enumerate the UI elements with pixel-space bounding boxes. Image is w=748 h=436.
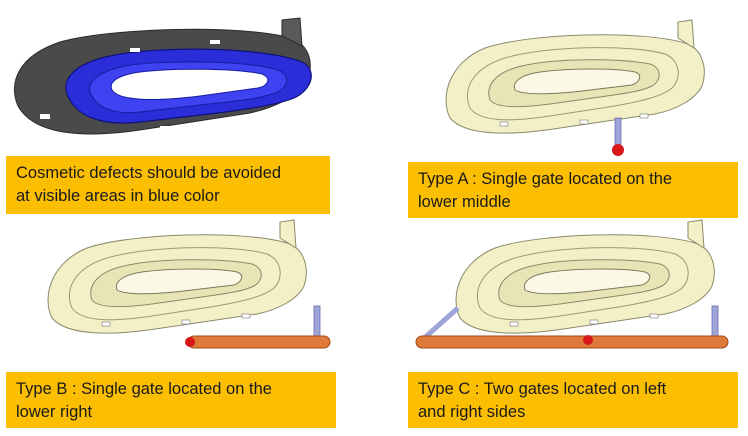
part-type-a-illustration	[445, 19, 705, 156]
caption-line: and right sides	[418, 403, 526, 421]
gate-point	[185, 337, 195, 347]
caption-line: Type B : Single gate located on the	[16, 380, 272, 398]
part-cosmetic-illustration	[13, 17, 312, 135]
caption-line: Cosmetic defects should be avoided	[16, 164, 282, 182]
runner	[415, 335, 729, 349]
sprue-left	[420, 306, 460, 342]
caption-cosmetic: Cosmetic defects should be avoided at vi…	[6, 156, 330, 214]
caption-line: Type C : Two gates located on left	[418, 380, 667, 398]
runner	[187, 335, 331, 349]
caption-type-a: Type A : Single gate located on the lowe…	[408, 162, 738, 218]
caption-line: lower middle	[418, 193, 511, 211]
caption-line: lower right	[16, 403, 93, 421]
gate-point	[583, 335, 593, 345]
caption-line: Type A : Single gate located on the	[418, 170, 673, 188]
part-type-b-illustration	[47, 219, 331, 349]
part-type-c-illustration	[415, 219, 729, 349]
sprue	[614, 117, 622, 149]
caption-type-b: Type B : Single gate located on the lowe…	[6, 372, 336, 428]
caption-line: at visible areas in blue color	[16, 187, 220, 205]
gate-point	[612, 144, 624, 156]
caption-type-c: Type C : Two gates located on left and r…	[408, 372, 738, 428]
